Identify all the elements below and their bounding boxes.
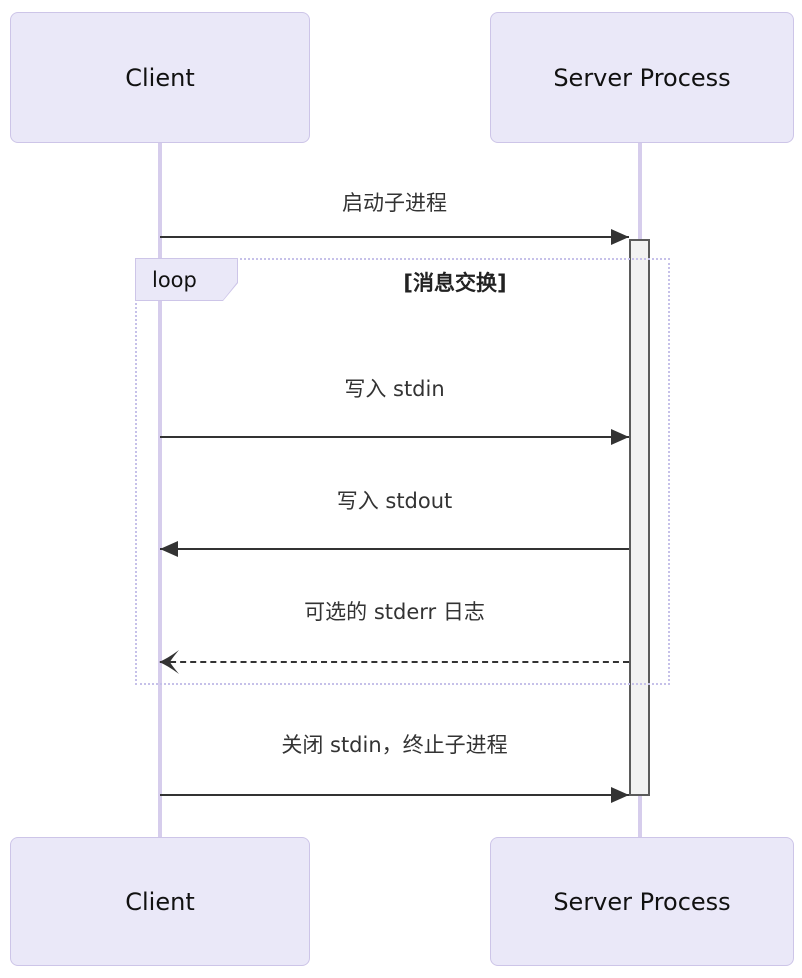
participant-server-label: Server Process — [553, 63, 731, 92]
message-label-write-stdout: 写入 stdout — [336, 489, 453, 513]
arrowhead-right-icon — [611, 787, 629, 803]
arrowhead-left-icon — [160, 541, 178, 557]
message-arrow-stderr-log — [159, 650, 629, 674]
arrowhead-right-icon — [611, 229, 629, 245]
participant-client-label: Client — [125, 63, 195, 92]
message-arrow-close-stdin — [160, 787, 629, 803]
loop-label-tab: loop — [135, 258, 238, 301]
message-label-close-stdin: 关闭 stdin，终止子进程 — [281, 733, 508, 757]
message-label-stderr-log: 可选的 stderr 日志 — [304, 600, 485, 624]
message-label-write-stdin: 写入 stdin — [344, 377, 445, 401]
message-arrow-write-stdout — [160, 541, 629, 557]
arrowhead-right-icon — [611, 429, 629, 445]
participant-server-bottom: Server Process — [490, 837, 794, 966]
message-arrow-write-stdin — [160, 429, 629, 445]
server-activation-bar — [629, 239, 650, 796]
message-label-start-subprocess: 启动子进程 — [342, 191, 447, 215]
participant-client-label: Client — [125, 887, 195, 916]
arrowhead-open-left-icon — [159, 650, 179, 674]
loop-frame — [135, 258, 670, 685]
participant-server-top: Server Process — [490, 12, 794, 143]
participant-client-bottom: Client — [10, 837, 310, 966]
participant-server-label: Server Process — [553, 887, 731, 916]
message-arrow-start-subprocess — [160, 229, 629, 245]
client-lifeline — [158, 143, 162, 837]
participant-client-top: Client — [10, 12, 310, 143]
loop-condition-text: [消息交换] — [403, 271, 507, 295]
loop-label-text: loop — [136, 259, 237, 300]
